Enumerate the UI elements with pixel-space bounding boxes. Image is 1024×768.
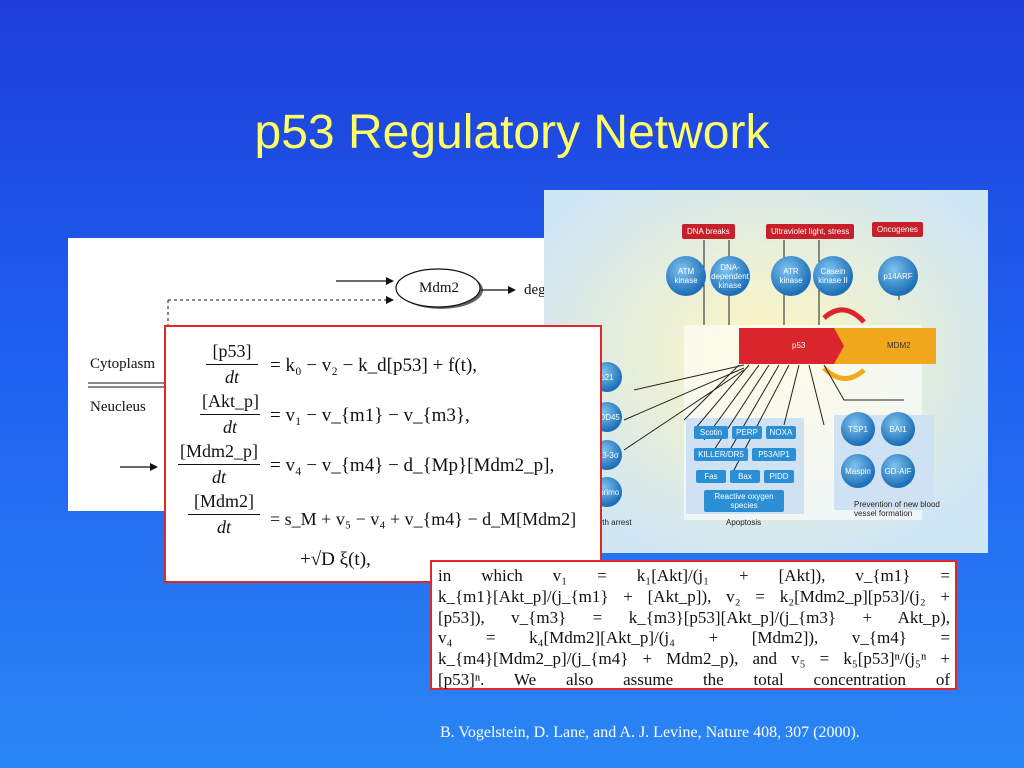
deg-label: deg — [524, 282, 546, 298]
eq2-numerator: [Akt_p] — [202, 391, 259, 411]
eq2-bar — [200, 414, 260, 415]
signal-oncogenes: Oncogenes — [872, 222, 923, 237]
eq4-denominator: dt — [216, 517, 231, 537]
caption-growth-arrest: owth arrest — [592, 518, 632, 527]
eq3-rhs: = v₄ − v_{m4} − d_{Mp}[Mdm2_p], — [270, 455, 555, 476]
node-maspin: Maspin — [841, 454, 875, 488]
cytoplasm-label: Cytoplasm — [90, 356, 156, 372]
eq2-rhs: = v₁ − v_{m1} − v_{m3}, — [270, 405, 470, 426]
eq4-rhs: = s_M + v₅ − v₄ + v_{m4} − d_M[Mdm2] — [270, 509, 577, 529]
eq2-denominator: dt — [222, 417, 237, 437]
eq1-bar — [206, 364, 258, 365]
definition-line: in which v₁ = k₁[Akt]/(j₁ + [Akt]), v_{m… — [438, 566, 950, 585]
target-p53aip1: P53AIP1 — [752, 448, 796, 461]
eq3-denominator: dt — [211, 467, 226, 487]
equations-panel: [p53] dt = k₀ − v₂ − k_d[p53] + f(t), [A… — [164, 325, 602, 583]
target-bax: Bax — [730, 470, 760, 483]
definitions-paragraph: in which v₁ = k₁[Akt]/(j₁ + [Akt]), v_{m… — [438, 566, 950, 691]
target-pidd: PIDD — [764, 470, 794, 483]
definition-line: v₄ = k₄[Mdm2][Akt_p]/(j₄ + [Mdm2]), v_{m… — [438, 628, 950, 648]
definitions-panel: in which v₁ = k₁[Akt]/(j₁ + [Akt]), v_{m… — [430, 560, 957, 690]
eq4-bar — [188, 514, 260, 515]
definition-line: [p53]), v_{m3} = k_{m3}[p53][Akt_p]/(j_{… — [438, 607, 950, 627]
definition-line: k_{m4}[Mdm2_p]/(j_{m4} + Mdm2_p), and v₅… — [438, 649, 950, 669]
eq4-continuation: +√D ξ(t), — [300, 549, 371, 570]
definition-line: k_{m1}[Akt_p]/(j_{m1} + [Akt_p]), v₂ = k… — [438, 586, 950, 606]
eq4-numerator: [Mdm2] — [194, 491, 254, 511]
core-p53-label: p53 — [792, 341, 806, 350]
caption-vessel-prevention: Prevention of new blood vessel formation — [854, 500, 940, 518]
target-fas: Fas — [696, 470, 726, 483]
target-scotin: Scotin — [694, 426, 728, 439]
eq3-fraction: [Mdm2_p] dt — [178, 441, 260, 488]
eq1-fraction: [p53] dt — [206, 341, 258, 388]
node-p14arf: p14ARF — [878, 256, 918, 296]
eq3-numerator: [Mdm2_p] — [180, 441, 258, 461]
eq2-fraction: [Akt_p] dt — [200, 391, 260, 438]
node-dna-dependent-kinase: DNA-dependent kinase — [710, 256, 750, 296]
eq1-numerator: [p53] — [212, 341, 252, 361]
target-reactive-oxygen: Reactive oxygen species — [704, 490, 784, 512]
core-mdm2-label: MDM2 — [887, 341, 911, 350]
model-diagram-arrows — [88, 268, 516, 471]
eq4-fraction: [Mdm2] dt — [188, 491, 260, 538]
node-bai1: BAI1 — [881, 412, 915, 446]
eq1-denominator: dt — [224, 367, 239, 387]
node-casein-kinase: Casein kinase II — [813, 256, 853, 296]
node-atr-kinase: ATR kinase — [771, 256, 811, 296]
nucleus-label: Neucleus — [90, 399, 146, 415]
slide-title: p53 Regulatory Network — [254, 106, 770, 159]
eq1-rhs: = k₀ − v₂ − k_d[p53] + f(t), — [270, 355, 478, 376]
citation: B. Vogelstein, D. Lane, and A. J. Levine… — [440, 724, 860, 741]
node-tsp1: TSP1 — [841, 412, 875, 446]
eq3-bar — [178, 464, 260, 465]
signal-uv-stress: Ultraviolet light, stress — [766, 224, 855, 239]
node-gd-aif: GD-AIF — [881, 454, 915, 488]
target-perp: PERP — [732, 426, 762, 439]
caption-apoptosis: Apoptosis — [726, 518, 762, 527]
signal-dna-breaks: DNA breaks — [682, 224, 735, 239]
target-noxa: NOXA — [766, 426, 796, 439]
node-mdm2-label: Mdm2 — [419, 280, 460, 296]
pathway-figure-panel: DNA breaks Ultraviolet light, stress Onc… — [544, 190, 988, 553]
node-atm-kinase: ATM kinase — [666, 256, 706, 296]
definition-line: [p53]ⁿ. We also assume the total concent… — [438, 669, 950, 689]
target-killer-dr5: KILLER/DR5 — [694, 448, 748, 461]
